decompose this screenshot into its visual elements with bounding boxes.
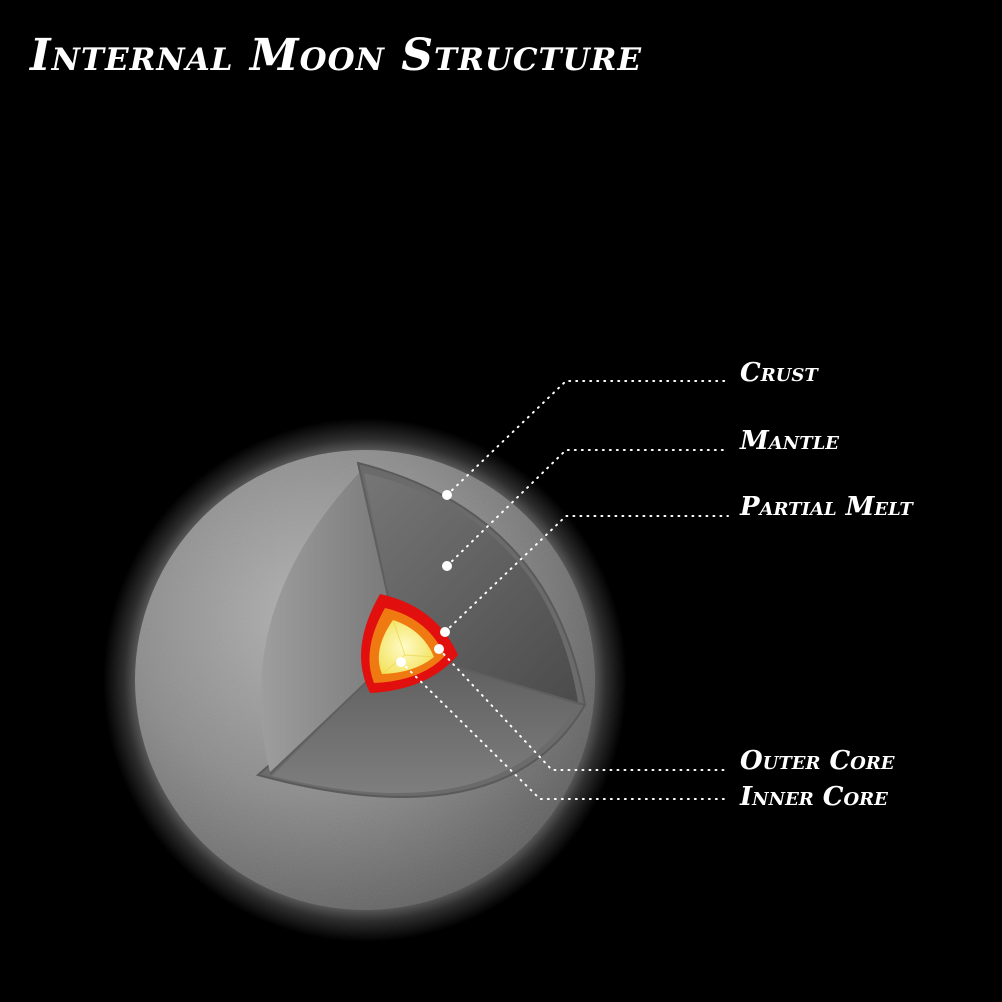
anchor-dot-mantle: [442, 561, 452, 571]
leader-line-mantle: [446, 449, 729, 567]
mantle-face-left: [260, 472, 400, 772]
anchor-dot-partial-melt: [440, 627, 450, 637]
label-outer-core: Outer Core: [740, 746, 895, 776]
label-inner-core: Inner Core: [740, 782, 888, 812]
label-partial-melt: Partial Melt: [740, 492, 913, 522]
anchor-dot-crust: [442, 490, 452, 500]
anchor-dot-outer-core: [434, 644, 444, 654]
page-title: Internal Moon Structure: [30, 30, 643, 81]
leader-line-crust: [446, 380, 729, 496]
inner-core-layer: [378, 620, 434, 674]
leader-line-outer-core: [438, 648, 729, 771]
leader-line-partial-melt: [444, 515, 729, 633]
leader-line-inner-core: [400, 661, 729, 800]
anchor-dot-inner-core: [396, 657, 406, 667]
mantle-face-bottom: [272, 650, 578, 794]
label-mantle: Mantle: [740, 426, 839, 456]
label-crust: Crust: [740, 358, 818, 388]
